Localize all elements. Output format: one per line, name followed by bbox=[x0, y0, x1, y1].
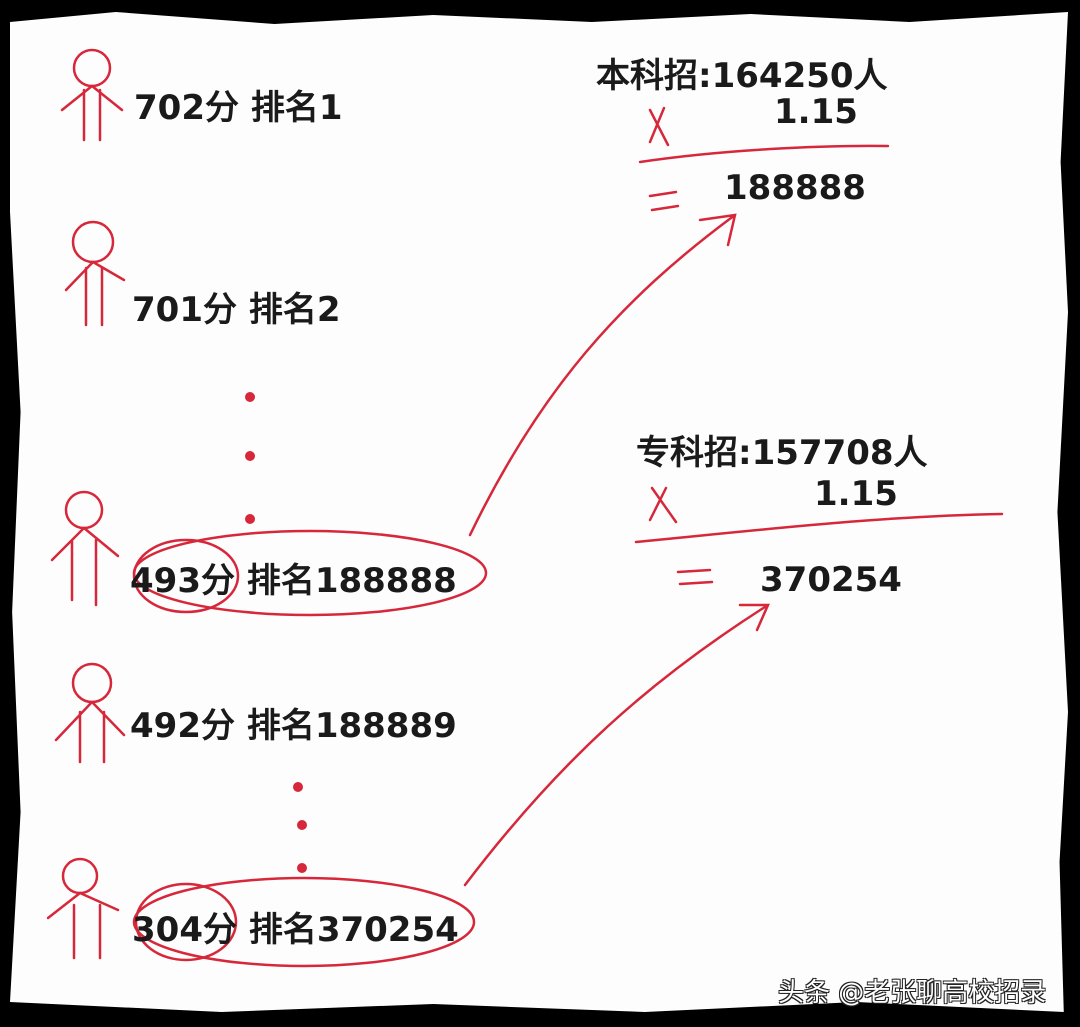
entry-5: 304分 排名370254 bbox=[132, 902, 459, 951]
person-icon bbox=[60, 48, 124, 142]
vocational-label: 专科招:157708人 bbox=[636, 433, 928, 473]
score: 702分 bbox=[134, 88, 239, 128]
ellipsis-dots bbox=[245, 392, 307, 873]
multiply-sign bbox=[648, 486, 678, 524]
entry-4: 492分 排名188889 bbox=[130, 698, 457, 747]
entry-1: 702分 排名1 bbox=[134, 80, 343, 129]
rank: 排名188889 bbox=[246, 706, 457, 746]
undergrad-result: 188888 bbox=[724, 168, 866, 208]
rank: 排名2 bbox=[248, 290, 341, 330]
score: 492分 bbox=[130, 706, 235, 746]
score: 304分 bbox=[132, 910, 237, 950]
watermark: 头条 @老张聊高校招录 bbox=[778, 978, 1047, 1008]
score-circle bbox=[134, 882, 238, 962]
equals-sign bbox=[648, 190, 680, 212]
entry-2: 701分 排名2 bbox=[132, 282, 341, 331]
rank: 排名370254 bbox=[248, 910, 459, 950]
rank: 排名188888 bbox=[246, 561, 457, 601]
vocational-result: 370254 bbox=[760, 560, 902, 600]
undergrad-multiplier: 1.15 bbox=[774, 92, 858, 132]
score: 493分 bbox=[130, 561, 235, 601]
multiply-sign bbox=[648, 106, 670, 147]
score: 701分 bbox=[132, 290, 237, 330]
divider-line bbox=[638, 144, 890, 164]
person-icon bbox=[54, 662, 126, 764]
person-icon bbox=[46, 857, 120, 960]
paper-background bbox=[10, 12, 1068, 1012]
divider-line bbox=[634, 512, 1004, 544]
vocational-multiplier: 1.15 bbox=[814, 474, 898, 514]
rank: 排名1 bbox=[250, 88, 343, 128]
rank-circle bbox=[132, 876, 476, 968]
entry-3: 493分 排名188888 bbox=[130, 553, 457, 602]
undergrad-label: 本科招:164250人 bbox=[596, 56, 888, 96]
person-icon bbox=[64, 220, 126, 327]
equals-sign bbox=[676, 568, 714, 586]
arrow-to-vocational bbox=[463, 603, 770, 887]
arrow-to-undergrad bbox=[468, 213, 737, 537]
person-icon bbox=[50, 490, 120, 607]
rank-circle bbox=[132, 529, 488, 617]
